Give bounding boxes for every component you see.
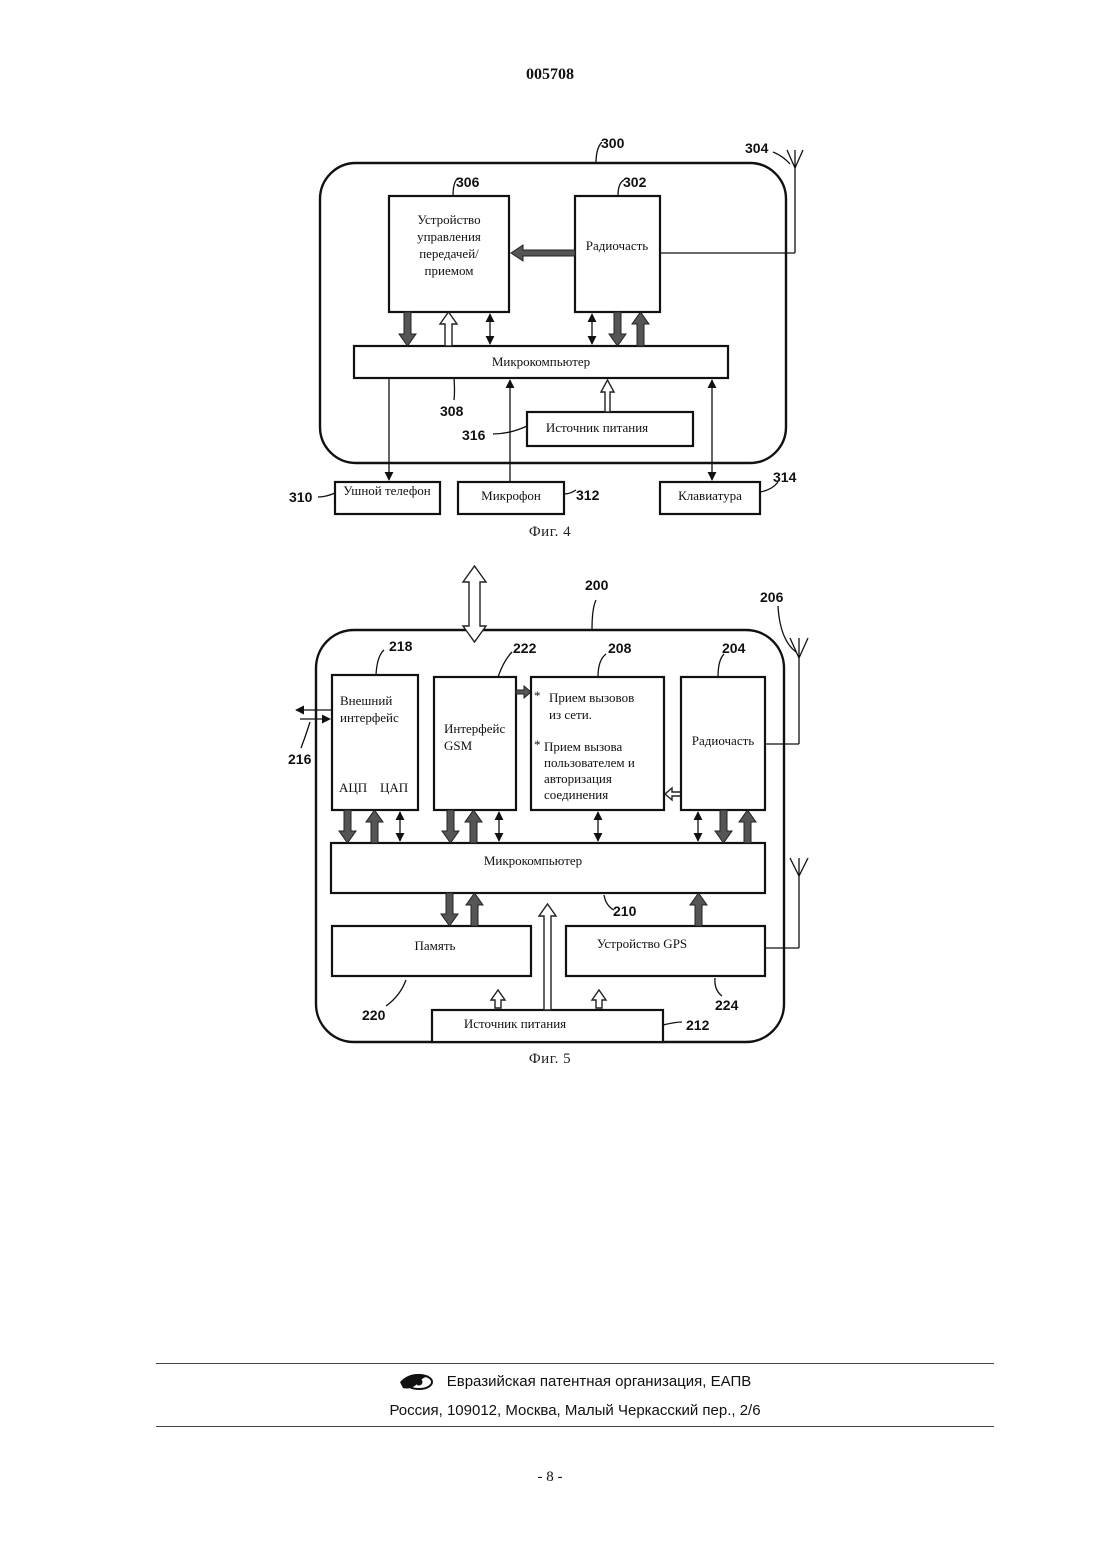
antenna-304 [660,150,803,253]
control-unit-label-2: управления [417,229,481,244]
bus-gsm-up [465,810,482,843]
bus-gsm-to-calls [516,686,531,698]
gps-antenna [765,858,808,948]
calls-label-1b: из сети. [549,707,592,722]
ref-314: 314 [773,469,797,485]
microphone-label: Микрофон [481,488,541,503]
calls-label-2d: соединения [544,787,608,802]
ref-304: 304 [745,140,769,156]
radio-part-label: Радиочасть [692,733,754,748]
calls-label-2b: пользователем и [544,755,635,770]
ref-312: 312 [576,487,600,503]
gsm-label-1: Интерфейс [444,721,505,736]
bus-radio-down [609,312,626,346]
bus-ext-down [339,810,356,843]
antenna-206 [765,638,808,744]
earphone-label: Ушной телефон [343,483,431,498]
power-to-gps-arrow [592,990,606,1008]
publisher-address: Россия, 109012, Москва, Малый Черкасский… [156,1402,994,1419]
power-source-label: Источник питания [464,1016,566,1031]
ref-224: 224 [715,997,739,1013]
calls-label-2c: авторизация [544,771,612,786]
bus-gps-up [690,893,707,926]
bus-radio-down [715,810,732,843]
ref-206: 206 [760,589,784,605]
ref-306: 306 [456,174,480,190]
radio-part-302 [575,196,660,312]
bullet-2: * [534,737,541,752]
bus-radio-up [632,312,649,346]
bus-memory-down [441,893,458,926]
microcomputer-label: Микрокомпьютер [484,853,582,868]
power-to-micro-arrow [539,904,556,1010]
bus-radio-up [739,810,756,843]
bus-radio-to-calls [665,788,681,800]
figure-5-diagram: 200 206 218 Внешний интерфейс АЦП ЦАП 21… [0,560,1100,1080]
ref-308: 308 [440,403,464,419]
figure-5-caption: Фиг. 5 [529,1051,571,1067]
gsm-label-2: GSM [444,738,473,753]
external-data-double-arrow [463,566,486,642]
bus-ext-up [366,810,383,843]
ref-216: 216 [288,751,312,767]
ref-316: 316 [462,427,486,443]
eapv-logo-icon [399,1372,435,1392]
ref-302: 302 [623,174,647,190]
radio-part-label: Радиочасть [586,238,648,253]
ref-300: 300 [601,135,625,151]
ref-222: 222 [513,640,537,656]
external-interface-label-2: интерфейс [340,710,399,725]
bus-memory-up [466,893,483,926]
ref-212: 212 [686,1017,710,1033]
ref-200: 200 [585,577,609,593]
control-unit-label-1: Устройство [417,212,480,227]
power-to-micro-arrow [601,380,614,412]
calls-label-1a: Прием вызовов [549,690,634,705]
external-interface-label-1: Внешний [340,693,392,708]
dac-label: ЦАП [380,780,408,795]
control-unit-label-4: приемом [425,263,474,278]
power-to-memory-arrow [491,990,505,1008]
ref-310: 310 [289,489,313,505]
bus-control-down [399,312,416,346]
ref-204: 204 [722,640,746,656]
gps-label: Устройство GPS [597,936,687,951]
bus-control-up [440,312,457,346]
publisher-footer: Евразийская патентная организация, ЕАПВ … [156,1363,994,1427]
calls-label-2a: Прием вызова [544,739,622,754]
ref-208: 208 [608,640,632,656]
publisher-line: Евразийская патентная организация, ЕАПВ [156,1372,994,1392]
power-source-label: Источник питания [546,420,648,435]
bus-gsm-down [442,810,459,843]
figure-4-caption: Фиг. 4 [529,524,571,540]
memory-label: Память [415,938,456,953]
page-number: - 8 - [0,1469,1100,1486]
microcomputer-210 [331,843,765,893]
ref-220: 220 [362,1007,386,1023]
ref-218: 218 [389,638,413,654]
document-number: 005708 [0,66,1100,84]
adc-label: АЦП [339,780,367,795]
figure-4-diagram: 300 304 306 Устройство управления переда… [0,120,1100,550]
microcomputer-label: Микрокомпьютер [492,354,590,369]
bus-radio-to-control [511,245,575,261]
keyboard-label: Клавиатура [678,488,742,503]
ref-210: 210 [613,903,637,919]
bullet-1: * [534,688,541,703]
control-unit-label-3: передачей/ [419,246,479,261]
gps-device-224 [566,926,765,976]
publisher-name: Евразийская патентная организация, ЕАПВ [447,1373,752,1390]
